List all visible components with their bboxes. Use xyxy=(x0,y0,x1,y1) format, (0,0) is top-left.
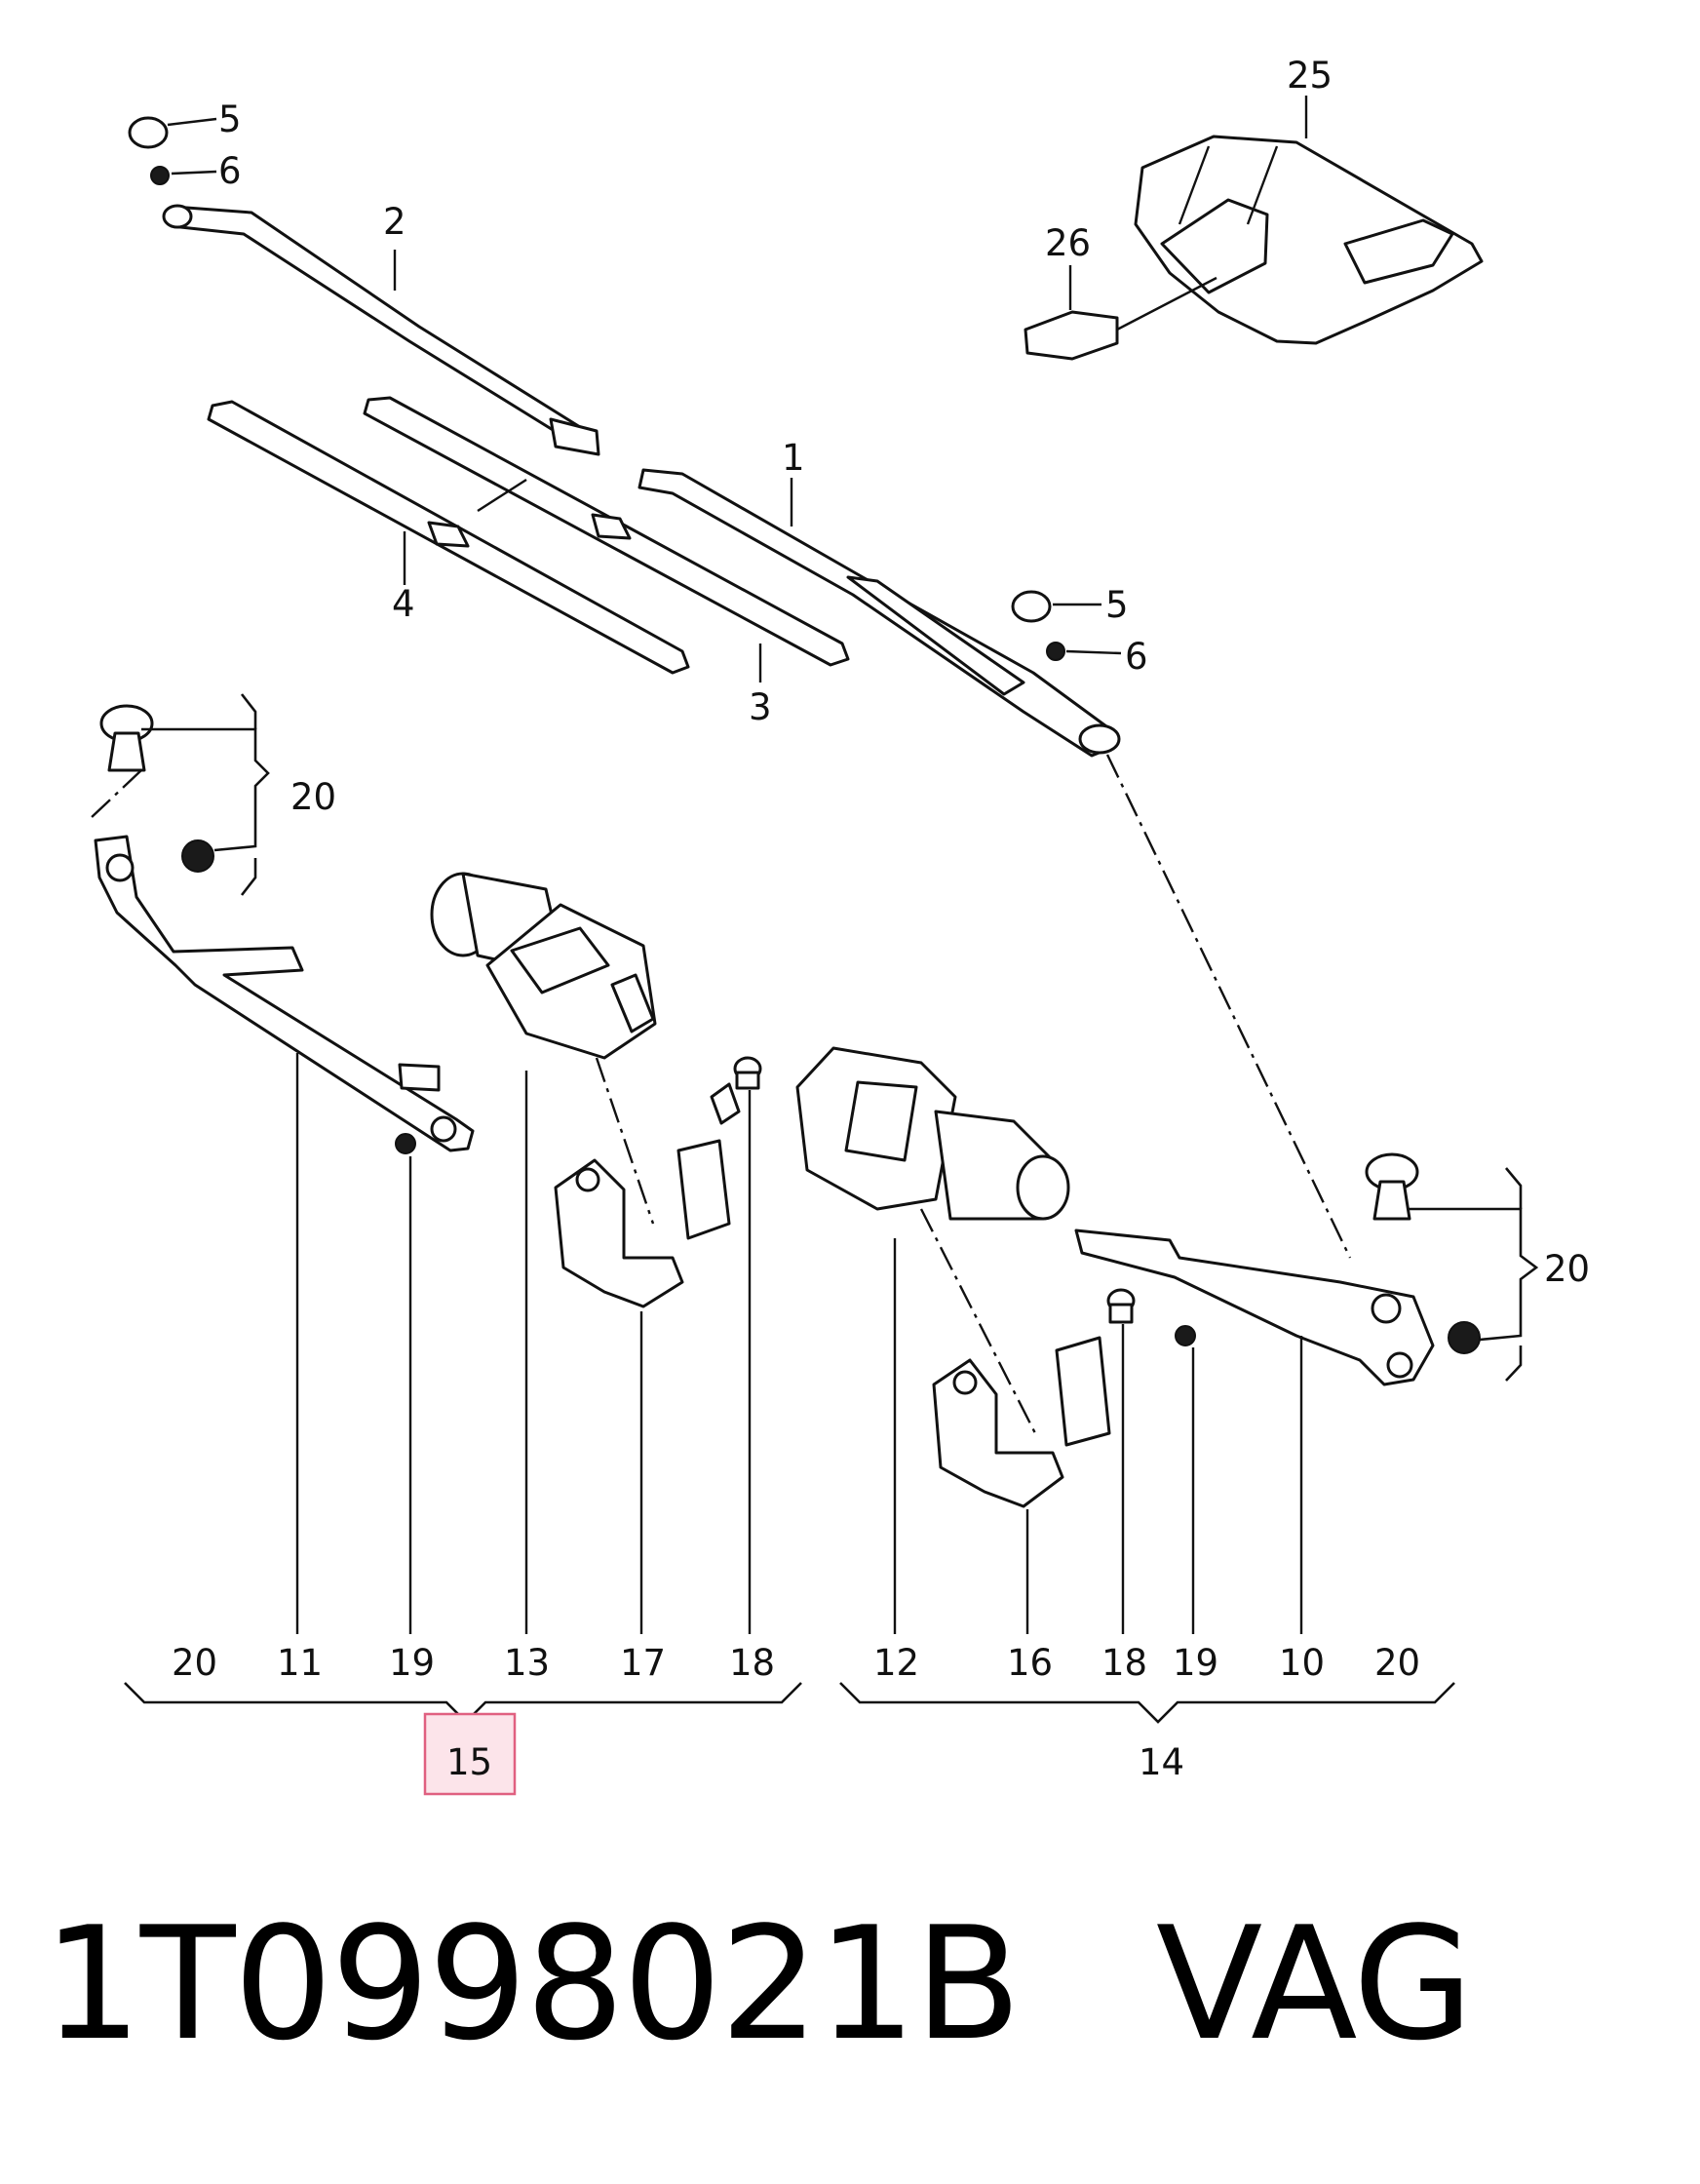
wiper-linkage-right xyxy=(1074,1228,1435,1386)
callout-15: 15 xyxy=(446,1741,492,1783)
wiper-blade-3 xyxy=(363,396,850,667)
wiper-arm-left xyxy=(162,204,600,456)
cap-nut-right xyxy=(1011,590,1065,661)
bracket-20-right xyxy=(1409,1207,1539,1342)
callout-20-right-bracket: 20 xyxy=(1544,1248,1590,1290)
bracket-20-left-bottom xyxy=(240,858,257,896)
wiper-arm-right xyxy=(638,468,1121,758)
callout-18-left: 18 xyxy=(729,1642,775,1684)
callout-17: 17 xyxy=(620,1642,666,1684)
bracket-20-left-top xyxy=(240,693,257,729)
callout-11: 11 xyxy=(277,1642,323,1684)
callout-20-left-bracket: 20 xyxy=(290,776,336,818)
axis-line-left xyxy=(89,769,142,820)
leader-blade-link xyxy=(477,478,527,513)
axis-line-motor-13 xyxy=(595,1057,655,1225)
wiper-motor-13 xyxy=(430,872,657,1060)
motor-bracket-16 xyxy=(932,1336,1111,1508)
wiper-linkage-left xyxy=(94,835,475,1152)
callout-19-right: 19 xyxy=(1173,1642,1218,1684)
brand-name: VAG xyxy=(1155,1892,1474,2075)
leader-5-top xyxy=(167,117,217,127)
axis-line-right-arm xyxy=(1105,754,1352,1259)
motor-housing-25 xyxy=(1134,135,1484,345)
callout-1: 1 xyxy=(782,437,805,479)
leader-6-right xyxy=(1065,649,1122,655)
connector-26 xyxy=(1024,310,1119,361)
callout-16: 16 xyxy=(1007,1642,1053,1684)
callout-19-left: 19 xyxy=(389,1642,435,1684)
callout-3: 3 xyxy=(749,686,772,728)
bushing-18-right xyxy=(1106,1288,1136,1324)
motor-bracket-17 xyxy=(554,1082,741,1308)
bearing-20-right xyxy=(1365,1152,1481,1354)
callout-14: 14 xyxy=(1139,1741,1184,1783)
callout-20-bottom-right: 20 xyxy=(1374,1642,1420,1684)
group-15-highlight xyxy=(423,1712,517,1796)
leader-26-link xyxy=(1116,276,1217,332)
callout-25: 25 xyxy=(1287,55,1333,97)
nut-19-left xyxy=(395,1133,416,1154)
bracket-20-left xyxy=(141,727,270,852)
callout-13: 13 xyxy=(504,1642,550,1684)
cap-nut-top xyxy=(128,116,170,185)
callout-4: 4 xyxy=(392,583,415,625)
nut-19-right xyxy=(1175,1325,1196,1346)
group-brace-right xyxy=(839,1682,1455,1724)
bearing-20-left xyxy=(99,704,214,873)
callout-10: 10 xyxy=(1279,1642,1325,1684)
callout-12: 12 xyxy=(873,1642,919,1684)
callout-26: 26 xyxy=(1045,222,1091,264)
callout-18-right: 18 xyxy=(1101,1642,1147,1684)
callout-2: 2 xyxy=(383,201,406,243)
bracket-20-right-top xyxy=(1505,1167,1523,1209)
wiper-motor-12 xyxy=(795,1046,1070,1221)
wiper-blade-4 xyxy=(207,400,690,675)
callout-20-bottom-left: 20 xyxy=(172,1642,217,1684)
part-number: 1T0998021B xyxy=(43,1892,1022,2075)
bushing-18-left xyxy=(733,1056,762,1090)
callout-6-top: 6 xyxy=(218,150,242,192)
leader-6-top xyxy=(171,170,217,176)
callout-6-right: 6 xyxy=(1125,636,1148,678)
callout-5-right: 5 xyxy=(1105,584,1129,626)
bracket-20-right-bottom xyxy=(1505,1346,1523,1382)
callout-5-top: 5 xyxy=(218,98,242,140)
